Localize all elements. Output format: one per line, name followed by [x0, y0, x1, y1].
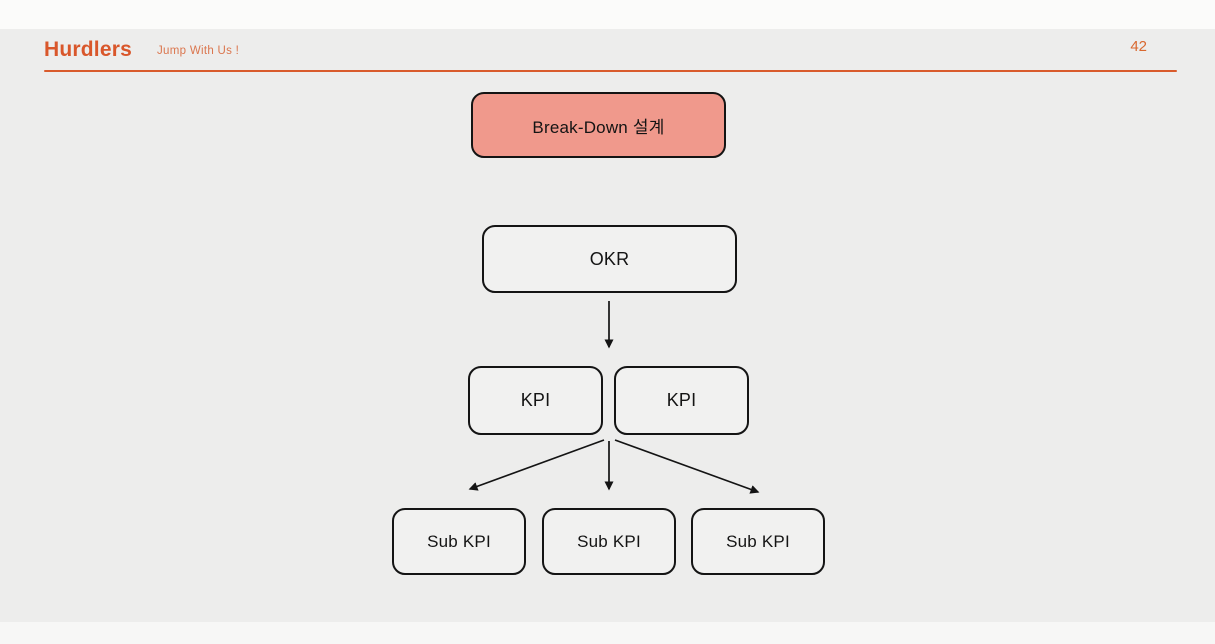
slide-header: Hurdlers Jump With Us ! 42 [0, 29, 1215, 74]
brand-logo: Hurdlers [44, 38, 132, 61]
page-number: 42 [1130, 38, 1147, 55]
node-okr: OKR [482, 225, 737, 293]
bottom-margin-strip [0, 622, 1215, 644]
node-breakdown-title: Break-Down 설계 [471, 92, 726, 158]
node-kpi-2: KPI [614, 366, 749, 435]
top-margin-strip [0, 0, 1215, 29]
node-kpi-1: KPI [468, 366, 603, 435]
header-divider [44, 70, 1177, 72]
brand-tagline: Jump With Us ! [157, 45, 240, 57]
edge-kpi-to-sub1 [468, 439, 605, 491]
node-sub-kpi-2: Sub KPI [542, 508, 676, 575]
node-sub-kpi-3: Sub KPI [691, 508, 825, 575]
node-sub-kpi-1: Sub KPI [392, 508, 526, 575]
edge-kpi-to-sub3 [614, 439, 760, 494]
